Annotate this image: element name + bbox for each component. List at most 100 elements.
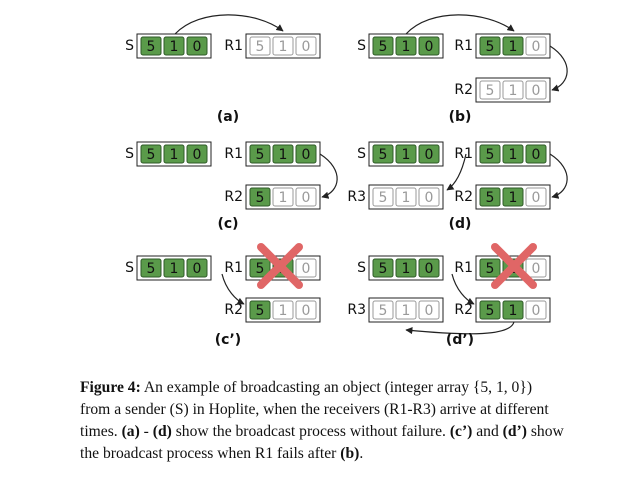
panel-label: (d) — [449, 216, 472, 232]
array-cell-value: 1 — [402, 147, 411, 163]
array-cell-value: 5 — [379, 261, 388, 277]
array-cell — [372, 144, 394, 164]
array-cell-value: 0 — [532, 190, 541, 206]
array-cell-value: 0 — [425, 261, 434, 277]
array-cell — [395, 144, 417, 164]
array-cell — [272, 300, 294, 320]
array-cell-value: 5 — [379, 39, 388, 55]
array-cell — [418, 144, 440, 164]
array-cell — [372, 258, 394, 278]
array-cell — [479, 144, 501, 164]
array-cell — [418, 258, 440, 278]
array-cell-value: 0 — [193, 39, 202, 55]
array-cell-value: 1 — [170, 261, 179, 277]
node-label: S — [125, 146, 134, 162]
array-cell — [163, 258, 185, 278]
array-cell — [525, 258, 547, 278]
array-cell-value: 0 — [425, 147, 434, 163]
array-cell — [295, 187, 317, 207]
array-cell — [186, 258, 208, 278]
array-cell-value: 5 — [256, 147, 265, 163]
array-cell — [395, 187, 417, 207]
array-cell-value: 0 — [302, 303, 311, 319]
array-cell-value: 5 — [486, 83, 495, 99]
array-cell-value: 0 — [532, 261, 541, 277]
array-cell-value: 1 — [279, 39, 288, 55]
figure-caption: Figure 4: An example of broadcasting an … — [80, 377, 620, 465]
arrow-d-r1-r2 — [549, 153, 568, 199]
panel-label: (c) — [217, 216, 238, 232]
node-label: R1 — [454, 260, 473, 276]
array-cell — [272, 36, 294, 56]
x-mark-icon — [491, 243, 537, 289]
array-cell — [295, 36, 317, 56]
array-cell-value: 0 — [193, 147, 202, 163]
node-label: S — [125, 38, 134, 54]
array-cell — [395, 36, 417, 56]
array-cell-value: 1 — [402, 39, 411, 55]
arrow-d-r1-r3 — [446, 153, 467, 191]
array-cell-value: 0 — [425, 303, 434, 319]
array-cell-value: 5 — [486, 261, 495, 277]
array-cell — [186, 144, 208, 164]
array-cell — [272, 187, 294, 207]
array-cell-value: 1 — [279, 190, 288, 206]
array-cell-value: 0 — [532, 83, 541, 99]
array-cell-value: 5 — [486, 147, 495, 163]
node-label: R1 — [224, 146, 243, 162]
array-cell — [479, 36, 501, 56]
panel-label: (d’) — [446, 332, 474, 348]
array-cell — [249, 36, 271, 56]
array-cell-value: 0 — [302, 39, 311, 55]
arrow-d2-s-r2 — [451, 273, 475, 305]
array-cell — [502, 300, 524, 320]
array-cell — [140, 144, 162, 164]
array-cell-value: 1 — [402, 190, 411, 206]
array-cell-value: 1 — [509, 39, 518, 55]
array-cell — [372, 187, 394, 207]
array-cell — [163, 36, 185, 56]
array-cell-value: 5 — [379, 303, 388, 319]
array-cell-value: 5 — [147, 261, 156, 277]
array-cell — [525, 80, 547, 100]
array-cell — [163, 144, 185, 164]
arrow-c-r1-r2 — [319, 153, 338, 199]
array-cell — [418, 36, 440, 56]
array-cell — [502, 80, 524, 100]
array-cell-value: 0 — [425, 190, 434, 206]
array-cell — [140, 258, 162, 278]
arrow-c2-s-r2 — [221, 273, 245, 305]
array-cell-value: 5 — [256, 190, 265, 206]
panel-label: (c’) — [215, 332, 241, 348]
array-cell — [249, 144, 271, 164]
array-cell-value: 5 — [486, 190, 495, 206]
array-cell — [479, 187, 501, 207]
array-cell-value: 5 — [256, 261, 265, 277]
x-mark-icon — [257, 243, 303, 289]
node-label: S — [125, 260, 134, 276]
arrow-d2-r2-r3 — [405, 321, 515, 335]
array-cell-value: 0 — [302, 147, 311, 163]
array-cell-value: 1 — [509, 190, 518, 206]
array-cell — [295, 144, 317, 164]
array-cell — [295, 258, 317, 278]
array-cell-value: 5 — [486, 303, 495, 319]
caption-line-2: from a sender (S) in Hoplite, when the r… — [80, 401, 549, 418]
array-cell — [418, 300, 440, 320]
array-cell — [525, 187, 547, 207]
array-cell — [479, 80, 501, 100]
array-cell — [502, 144, 524, 164]
array-cell — [395, 300, 417, 320]
node-label: R1 — [454, 38, 473, 54]
array-cell — [525, 300, 547, 320]
array-cell — [395, 258, 417, 278]
